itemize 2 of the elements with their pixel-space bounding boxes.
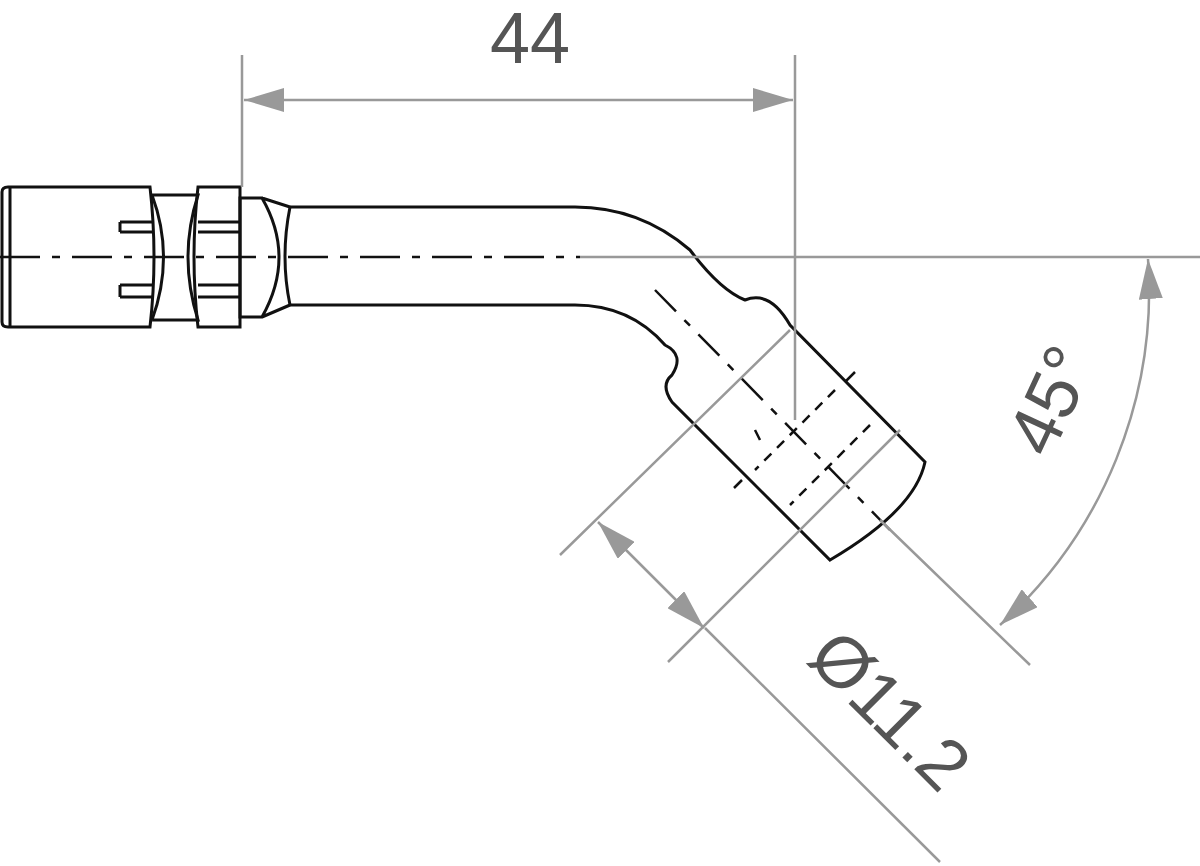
dimension-label: 45° [994, 335, 1106, 465]
dimension-label: 44 [490, 2, 571, 74]
